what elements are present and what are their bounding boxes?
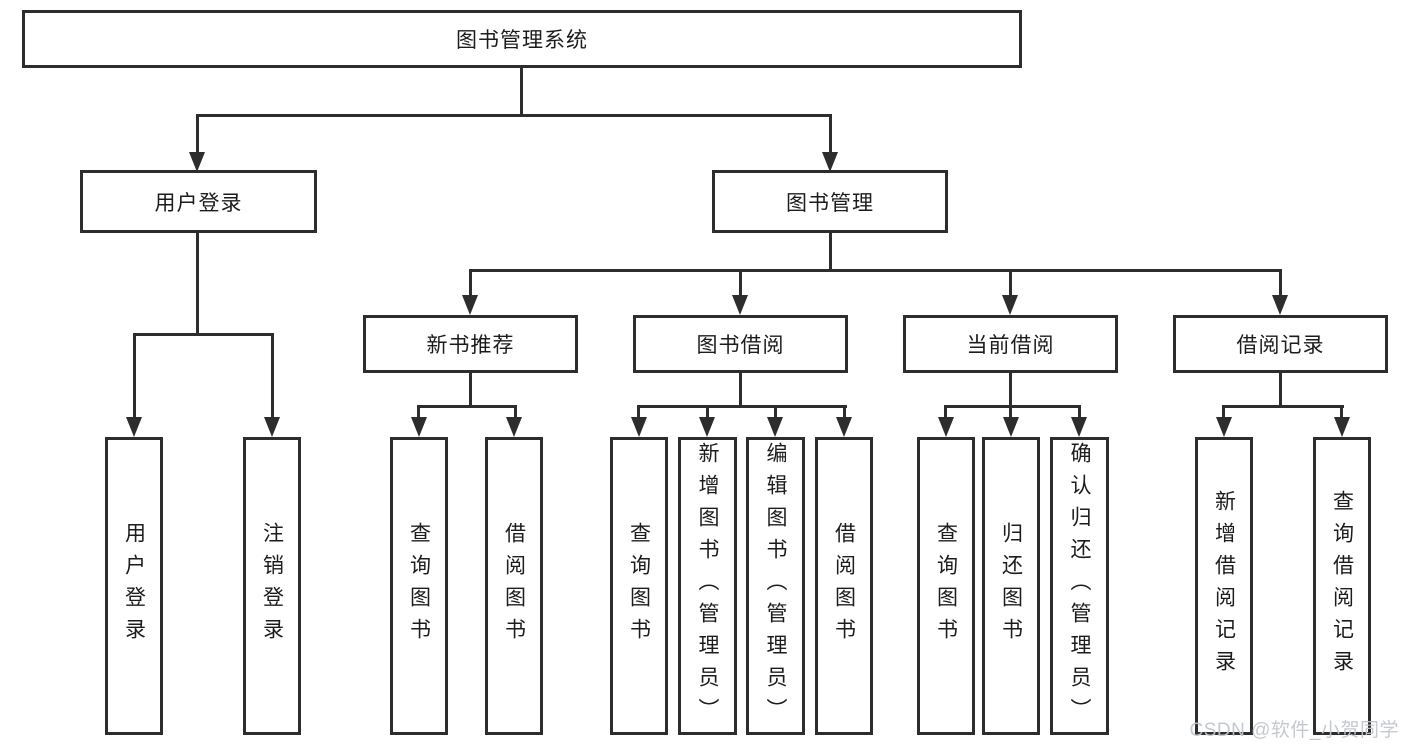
connector-stem-br-add — [1222, 405, 1225, 419]
arrowhead-current-borrow — [1002, 295, 1018, 315]
connector-stem-cb-confirm — [1078, 405, 1081, 419]
arrowhead-bb-borrow — [836, 417, 852, 437]
connector-new-book-branch — [417, 405, 517, 408]
leaf-bb-edit-books-admin-label: 编辑图书（管理员） — [764, 442, 787, 730]
node-root-label: 图书管理系统 — [456, 29, 588, 52]
node-book-management: 图书管理 — [712, 170, 948, 233]
arrowhead-new-book — [462, 295, 478, 315]
arrowhead-cb-query — [938, 417, 954, 437]
leaf-logout: 注销登录 — [243, 437, 301, 735]
leaf-cb-query-books-label: 查询图书 — [934, 522, 958, 650]
leaf-nb-query-books-label: 查询图书 — [407, 522, 431, 650]
leaf-bb-add-books-admin: 新增图书（管理员） — [678, 437, 737, 735]
connector-current-borrow-stem — [1009, 373, 1012, 408]
connector-stem-br-query — [1340, 405, 1343, 419]
leaf-nb-borrow-books-label: 借阅图书 — [502, 522, 526, 650]
connector-stem-nb-query — [417, 405, 420, 419]
arrowhead-leaf-logout — [264, 417, 280, 437]
connector-borrow-records-stem — [1279, 373, 1282, 408]
connector-root-stem — [520, 68, 523, 116]
arrowhead-user-login — [189, 152, 205, 172]
connector-root-branch — [196, 114, 832, 117]
connector-stem-bb-edit — [774, 405, 777, 419]
leaf-nb-borrow-books: 借阅图书 — [485, 437, 543, 735]
connector-book-borrow-branch — [637, 405, 847, 408]
node-root-system: 图书管理系统 — [22, 10, 1022, 68]
arrowhead-bb-edit — [767, 417, 783, 437]
connector-stem-cb-return — [1009, 405, 1012, 419]
leaf-nb-query-books: 查询图书 — [390, 437, 448, 735]
leaf-cb-confirm-return-admin: 确认归还（管理员） — [1050, 437, 1109, 735]
arrowhead-bb-add — [699, 417, 715, 437]
connector-stem-nb-borrow — [514, 405, 517, 419]
connector-user-login-branch — [133, 333, 274, 336]
node-borrow-records: 借阅记录 — [1173, 315, 1388, 373]
connector-stem-current-borrow — [1009, 269, 1012, 299]
arrowhead-br-query — [1334, 417, 1350, 437]
leaf-bb-borrow-books: 借阅图书 — [815, 437, 873, 735]
arrowhead-nb-query — [411, 417, 427, 437]
connector-stem-leaf-logout — [271, 333, 274, 419]
csdn-watermark: CSDN @软件_小贺同学 — [1189, 720, 1399, 741]
leaf-user-login-label: 用户登录 — [122, 522, 146, 650]
node-book-borrow: 图书借阅 — [633, 315, 848, 373]
arrowhead-book-mgmt — [822, 152, 838, 172]
connector-stem-cb-query — [944, 405, 947, 419]
connector-book-borrow-stem — [739, 373, 742, 408]
arrowhead-book-borrow — [732, 295, 748, 315]
connector-stem-bb-query — [637, 405, 640, 419]
connector-stem-bb-add — [706, 405, 709, 419]
connector-new-book-stem — [469, 373, 472, 408]
leaf-br-add-record: 新增借阅记录 — [1195, 437, 1253, 735]
leaf-br-query-record-label: 查询借阅记录 — [1330, 490, 1354, 682]
node-current-borrow: 当前借阅 — [903, 315, 1118, 373]
arrowhead-bb-query — [631, 417, 647, 437]
leaf-bb-borrow-books-label: 借阅图书 — [832, 522, 856, 650]
node-borrow-records-label: 借阅记录 — [1236, 334, 1325, 357]
connector-stem-user-login — [196, 114, 199, 156]
connector-stem-new-book — [469, 269, 472, 299]
leaf-cb-query-books: 查询图书 — [917, 437, 975, 735]
connector-book-mgmt-stem — [829, 233, 832, 272]
arrowhead-br-add — [1216, 417, 1232, 437]
arrowhead-borrow-records — [1272, 295, 1288, 315]
arrowhead-cb-confirm — [1071, 417, 1087, 437]
leaf-cb-return-books-label: 归还图书 — [999, 522, 1023, 650]
leaf-bb-query-books: 查询图书 — [610, 437, 668, 735]
leaf-bb-edit-books-admin: 编辑图书（管理员） — [746, 437, 805, 735]
node-new-book-recommend: 新书推荐 — [363, 315, 578, 373]
arrowhead-leaf-login — [126, 417, 142, 437]
arrowhead-cb-return — [1003, 417, 1019, 437]
leaf-br-add-record-label: 新增借阅记录 — [1212, 490, 1236, 682]
leaf-cb-confirm-return-admin-label: 确认归还（管理员） — [1068, 442, 1091, 730]
connector-current-borrow-branch — [944, 405, 1081, 408]
node-current-borrow-label: 当前借阅 — [966, 334, 1055, 357]
node-book-borrow-label: 图书借阅 — [696, 334, 785, 357]
leaf-cb-return-books: 归还图书 — [982, 437, 1040, 735]
connector-user-login-stem — [196, 233, 199, 335]
arrowhead-nb-borrow — [506, 417, 522, 437]
connector-stem-book-borrow — [739, 269, 742, 299]
node-book-management-label: 图书管理 — [786, 191, 874, 215]
connector-book-mgmt-branch — [469, 269, 1282, 272]
connector-stem-leaf-login — [133, 333, 136, 419]
connector-stem-book-mgmt — [829, 114, 832, 156]
leaf-bb-query-books-label: 查询图书 — [627, 522, 651, 650]
connector-borrow-records-branch — [1222, 405, 1344, 408]
node-new-book-recommend-label: 新书推荐 — [426, 334, 515, 357]
node-user-login: 用户登录 — [80, 170, 317, 233]
connector-stem-bb-borrow — [843, 405, 846, 419]
leaf-br-query-record: 查询借阅记录 — [1313, 437, 1371, 735]
connector-stem-borrow-records — [1279, 269, 1282, 299]
leaf-logout-label: 注销登录 — [260, 522, 284, 650]
node-user-login-label: 用户登录 — [154, 191, 243, 215]
leaf-bb-add-books-admin-label: 新增图书（管理员） — [696, 442, 719, 730]
leaf-user-login: 用户登录 — [105, 437, 163, 735]
